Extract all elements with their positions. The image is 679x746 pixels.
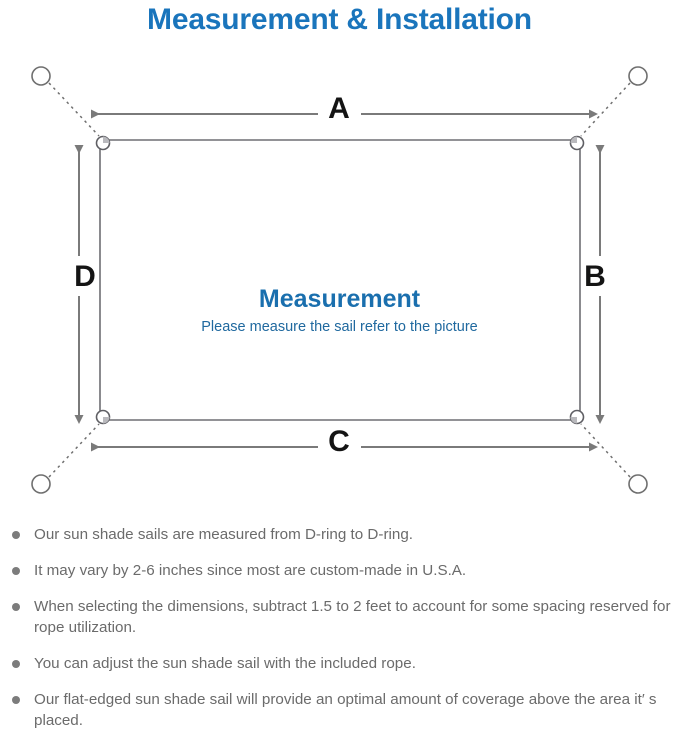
bullet-icon [12, 696, 20, 704]
list-item: Our sun shade sails are measured from D-… [0, 524, 679, 545]
list-item: It may vary by 2-6 inches since most are… [0, 560, 679, 581]
rope-line-top-left [48, 82, 100, 137]
dimension-label-c: C [328, 425, 350, 458]
d-ring-bottom-right-fill [570, 417, 577, 424]
note-text: Our flat-edged sun shade sail will provi… [34, 691, 657, 729]
note-text: Our sun shade sails are measured from D-… [34, 526, 413, 543]
anchor-point-bottom-left [31, 474, 51, 494]
bullet-icon [12, 567, 20, 575]
rope-line-bottom-left [48, 423, 100, 478]
list-item: You can adjust the sun shade sail with t… [0, 653, 679, 674]
note-text: It may vary by 2-6 inches since most are… [34, 562, 467, 579]
note-text: When selecting the dimensions, subtract … [34, 598, 671, 636]
rope-line-bottom-right [580, 423, 631, 478]
sail-rectangle [99, 139, 581, 421]
page-title: Measurement & Installation [147, 3, 532, 36]
note-text: You can adjust the sun shade sail with t… [34, 655, 416, 672]
d-ring-top-right-fill [570, 136, 577, 143]
d-ring-top-left-fill [103, 136, 110, 143]
list-item: Our flat-edged sun shade sail will provi… [0, 689, 679, 731]
notes-list: Our sun shade sails are measured from D-… [0, 524, 679, 746]
rope-line-top-right [580, 82, 631, 137]
anchor-point-bottom-right [628, 474, 648, 494]
anchor-point-top-left [31, 66, 51, 86]
anchor-point-top-right [628, 66, 648, 86]
dimension-label-b: B [584, 260, 606, 293]
dimension-label-a: A [328, 92, 350, 125]
dimension-label-d: D [74, 260, 96, 293]
bullet-icon [12, 603, 20, 611]
d-ring-bottom-left-fill [103, 417, 110, 424]
bullet-icon [12, 660, 20, 668]
list-item: When selecting the dimensions, subtract … [0, 596, 679, 638]
bullet-icon [12, 531, 20, 539]
diagram-svg [31, 66, 648, 494]
